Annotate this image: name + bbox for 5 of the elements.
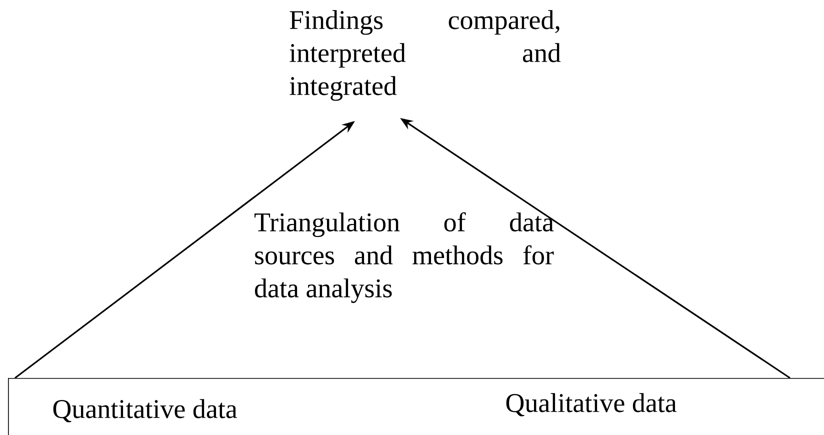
data-label: Qualitative data — [506, 393, 677, 416]
triangulation-text: Triangulation of data sources and methods for data analysis — [254, 212, 554, 304]
data-box — [8, 378, 824, 435]
data-label: Quantitative data — [53, 399, 238, 422]
findings-text: Findings compared, interpreted and integrated — [290, 10, 561, 101]
